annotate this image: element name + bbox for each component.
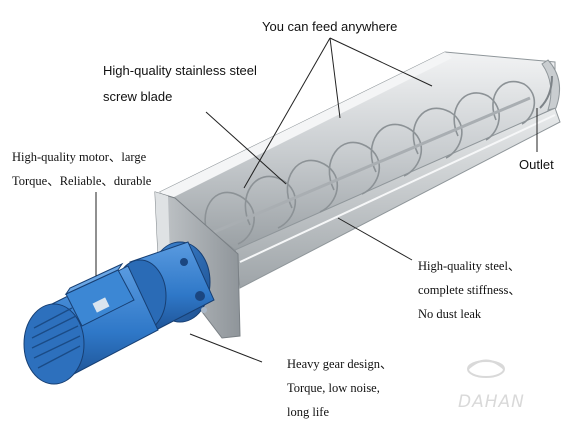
blade-label-line-2: screw blade (103, 89, 173, 104)
gear-label-line-2: Torque, low noise, (287, 381, 380, 395)
motor-label-line-2: Torque、Reliable、durable (12, 174, 152, 188)
trough-body (158, 51, 561, 251)
gear-label-line-3: long life (287, 405, 330, 419)
steel-label-line-3: No dust leak (418, 307, 482, 321)
gear-label-line-1: Heavy gear design、 (287, 357, 393, 371)
blade-label-line-1: High-quality stainless steel (103, 63, 257, 78)
screw-blade (199, 80, 536, 245)
outlet-label: Outlet (519, 157, 554, 172)
steel-label-line-1: High-quality steel、 (418, 259, 521, 273)
dahan-logo-icon (467, 359, 505, 378)
dahan-logo-text: DAHAN (458, 392, 525, 412)
motor-label-line-1: High-quality motor、large (12, 150, 147, 164)
steel-label-line-2: complete stiffness、 (418, 283, 521, 297)
leader-lines (95, 37, 538, 363)
electric-motor (23, 262, 159, 385)
feed-label: You can feed anywhere (262, 19, 398, 34)
